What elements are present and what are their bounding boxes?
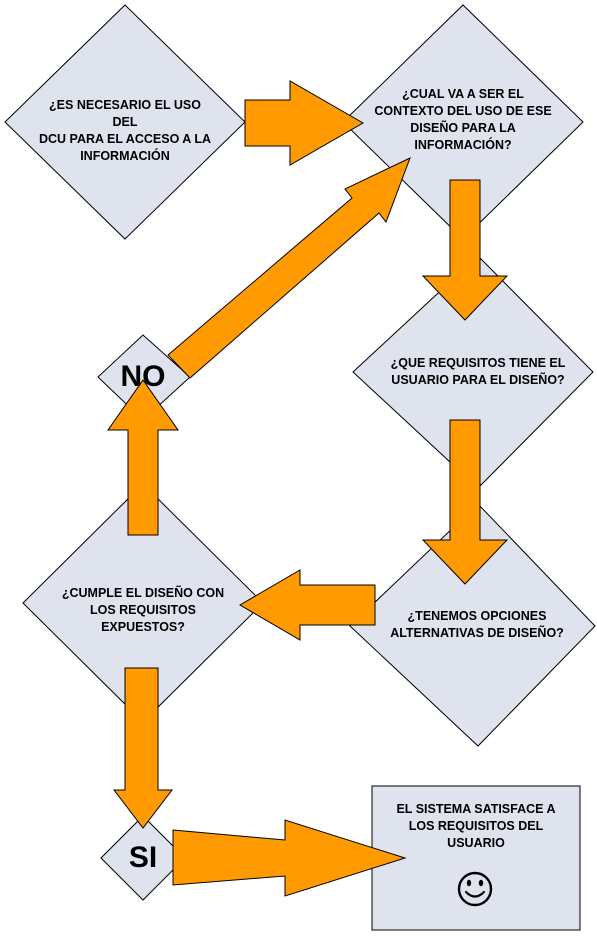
arrow-si-to-result [172, 819, 407, 897]
smiley-icon [457, 871, 493, 907]
arrow-q1-to-q2 [244, 80, 365, 166]
arrow-q5-to-no [107, 379, 179, 536]
arrow-q4-to-q5 [239, 569, 376, 641]
arrow-q2-to-q3 [421, 179, 509, 321]
q3-label: ¿QUE REQUISITOS TIENE EL USUARIO PARA EL… [390, 356, 566, 387]
q4-label: ¿TENEMOS OPCIONES ALTERNATIVAS DE DISEÑO… [390, 609, 564, 640]
decision-contexto-uso [342, 4, 584, 240]
q1-label: ¿ES NECESARIO EL USO DEL DCU PARA EL ACC… [39, 98, 211, 163]
q2-label: ¿CUAL VA A SER EL CONTEXTO DEL USO DE ES… [374, 87, 552, 152]
arrow-q3-to-q4 [421, 419, 509, 585]
q5-label: ¿CUMPLE EL DISEÑO CON LOS REQUISITOS EXP… [61, 586, 225, 634]
si-label: SI [128, 841, 158, 874]
arrow-no-to-q2 [167, 157, 411, 379]
arrow-q5-to-si [112, 667, 174, 829]
decision-requisitos-usuario [352, 255, 594, 489]
result-label: EL SISTEMA SATISFACE A LOS REQUISITOS DE… [396, 802, 556, 850]
no-label: NO [120, 360, 166, 393]
